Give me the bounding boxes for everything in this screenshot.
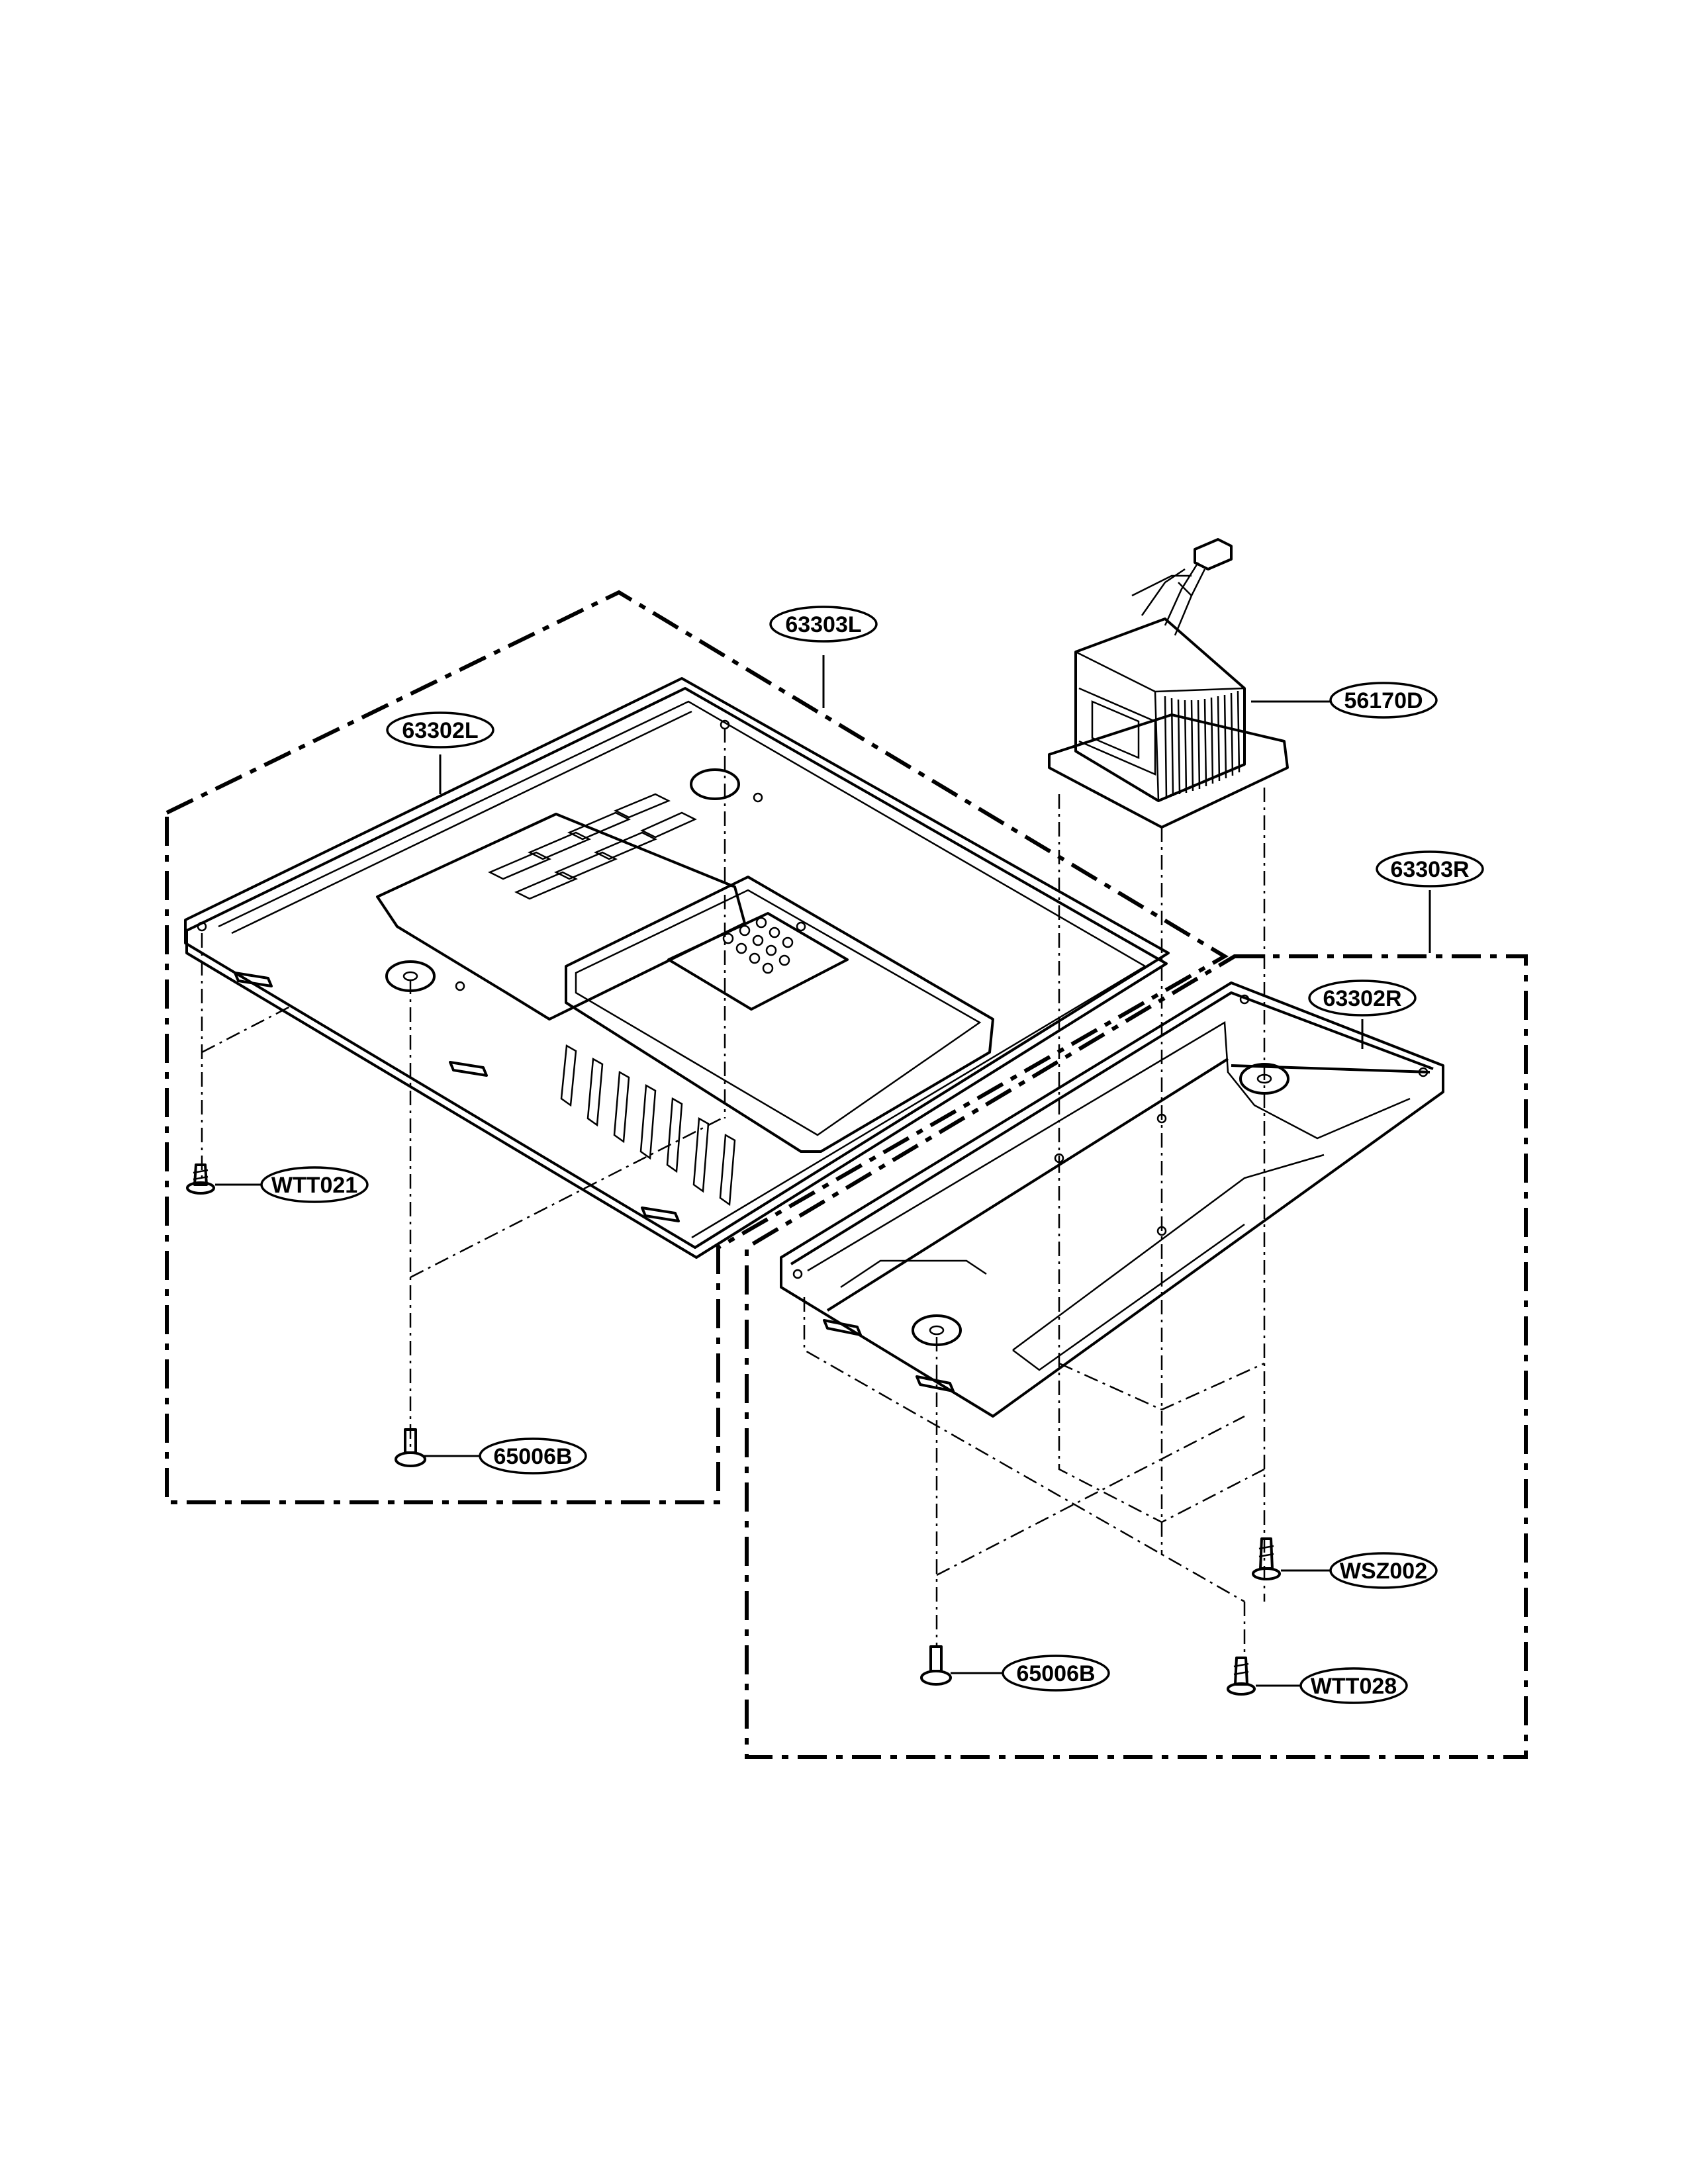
hidden-lines-transformer <box>1058 788 1266 1602</box>
left-assembly-boundary <box>165 590 1229 1504</box>
screw-wsz002 <box>1252 1537 1281 1580</box>
callout-65006B-right: 65006B <box>1002 1655 1110 1692</box>
callout-label: 63302R <box>1323 986 1401 1011</box>
base-plate-left <box>184 677 1170 1259</box>
transformer <box>1048 538 1289 829</box>
callout-label: 65006B <box>1016 1661 1095 1686</box>
leader-lines <box>215 655 1431 1687</box>
right-assembly-boundary <box>745 954 1528 1759</box>
callout-63303L: 63303L <box>769 606 878 643</box>
callout-63302L: 63302L <box>386 711 494 749</box>
cooling-slots-top <box>488 793 697 900</box>
foot-65006b-left <box>395 1428 426 1467</box>
callout-label: WTT021 <box>271 1173 357 1198</box>
cooling-slots-side <box>560 1044 736 1206</box>
vent-holes-grid <box>722 917 794 974</box>
callout-label: WSZ002 <box>1340 1559 1427 1584</box>
callout-WTT021: WTT021 <box>260 1166 369 1203</box>
foot-65006b-right <box>920 1645 952 1686</box>
callout-label: 63302L <box>402 718 478 743</box>
callout-label: 65006B <box>493 1444 572 1469</box>
screw-wtt021 <box>186 1163 215 1195</box>
hidden-lines-left <box>201 728 726 1449</box>
callout-65006B-left: 65006B <box>479 1437 587 1475</box>
screw-wtt028 <box>1227 1657 1256 1696</box>
callout-56170D: 56170D <box>1329 682 1438 719</box>
callout-label: 63303R <box>1390 857 1469 882</box>
callout-label: 56170D <box>1344 688 1423 713</box>
callout-WSZ002: WSZ002 <box>1329 1552 1438 1589</box>
callout-63303R: 63303R <box>1376 850 1484 887</box>
hidden-lines-right <box>803 1297 1246 1655</box>
callout-label: 63303L <box>785 612 861 637</box>
base-plate-right <box>780 981 1444 1418</box>
callout-label: WTT028 <box>1311 1674 1397 1699</box>
callout-63302R: 63302R <box>1308 979 1417 1017</box>
callout-WTT028: WTT028 <box>1299 1667 1408 1704</box>
